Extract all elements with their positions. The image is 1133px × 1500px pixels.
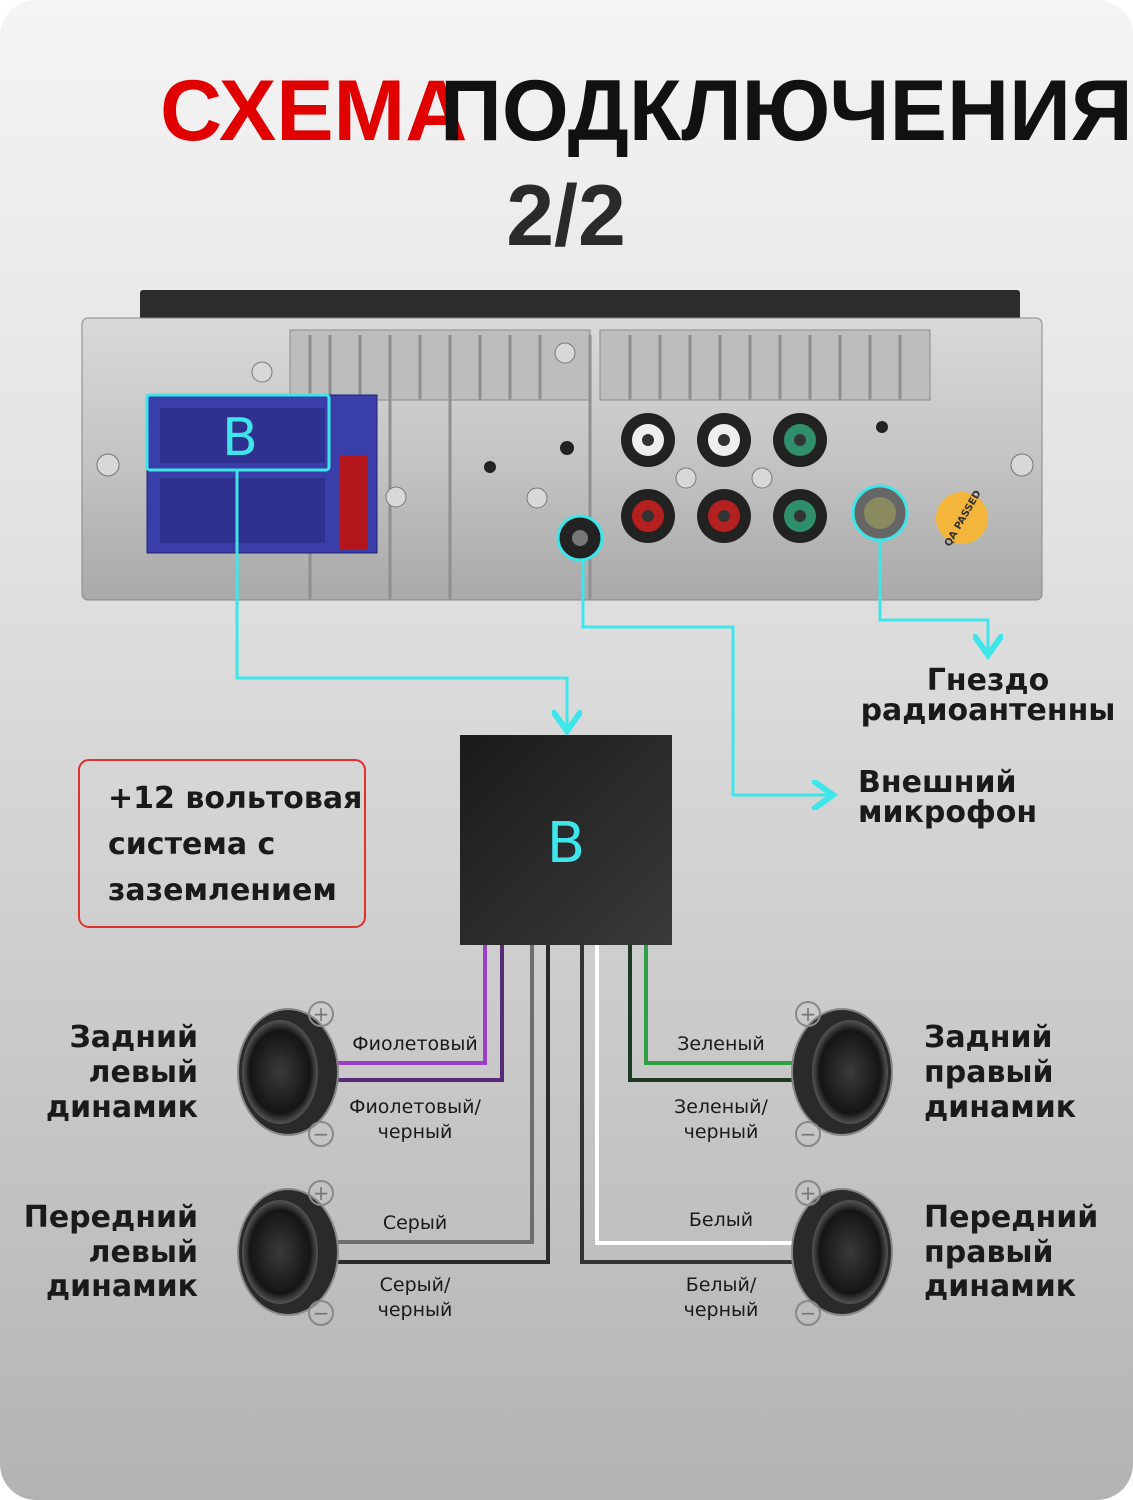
antenna-label-line2: радиоантенны xyxy=(861,693,1116,728)
power-note-box xyxy=(78,759,366,928)
front-left-label-3: динамик xyxy=(46,1269,198,1304)
speaker-front-right xyxy=(791,1188,893,1316)
wire-label-green-black-1: Зеленый/ xyxy=(674,1096,768,1118)
connector-b-block xyxy=(460,735,672,945)
page-number: 2/2 xyxy=(506,168,626,264)
wire-white xyxy=(595,945,800,1245)
wire-gray xyxy=(335,945,534,1244)
front-left-label-1: Передний xyxy=(24,1200,198,1235)
antenna-label-line1: Гнездо xyxy=(927,663,1049,698)
plus-icon: + xyxy=(800,1181,817,1205)
power-note-line1: +12 вольтовая xyxy=(108,781,362,816)
wire-label-white: Белый xyxy=(689,1209,753,1231)
speaker-wires xyxy=(335,945,800,1264)
minus-icon: − xyxy=(313,1301,330,1325)
wire-white-black xyxy=(580,945,800,1264)
wire-label-green: Зеленый xyxy=(677,1033,764,1055)
power-note-line2: система с xyxy=(108,827,275,862)
minus-icon: − xyxy=(800,1301,817,1325)
wire-purple xyxy=(335,945,487,1065)
wire-label-green-black-2: черный xyxy=(684,1121,759,1143)
speaker-rear-left xyxy=(237,1008,339,1136)
plus-icon: + xyxy=(313,1181,330,1205)
speaker-front-left xyxy=(237,1188,339,1316)
fuse xyxy=(340,455,368,550)
front-right-label-1: Передний xyxy=(924,1200,1098,1235)
leader-lines xyxy=(235,470,988,795)
wire-label-gray: Серый xyxy=(383,1212,447,1234)
rca-outputs xyxy=(621,413,827,543)
minus-icon: − xyxy=(313,1122,330,1146)
wire-green xyxy=(644,945,800,1065)
connector-b-label: B xyxy=(222,408,258,468)
wire-label-purple: Фиолетовый xyxy=(352,1033,477,1055)
plus-icon: + xyxy=(800,1002,817,1026)
rear-left-label-3: динамик xyxy=(46,1090,198,1125)
wire-gray-black xyxy=(335,945,550,1264)
wire-label-purple-black-2: черный xyxy=(378,1121,453,1143)
rear-right-label-1: Задний xyxy=(924,1020,1053,1055)
wire-label-gray-black-1: Серый/ xyxy=(380,1274,451,1296)
wire-purple-black xyxy=(335,945,504,1082)
polarity-icons xyxy=(308,1001,821,1326)
rear-left-label-2: левый xyxy=(89,1055,198,1090)
speaker-rear-right xyxy=(791,1008,893,1136)
wire-label-white-black-2: черный xyxy=(684,1299,759,1321)
minus-icon: − xyxy=(800,1122,817,1146)
iso-connector xyxy=(146,394,378,554)
wire-label-gray-black-2: черный xyxy=(378,1299,453,1321)
wire-label-white-black-1: Белый/ xyxy=(686,1274,757,1296)
mic-label-line2: микрофон xyxy=(858,795,1037,830)
title-part1: СХЕМА xyxy=(160,63,467,159)
title-part2: ПОДКЛЮЧЕНИЯ xyxy=(440,63,1133,159)
power-note-line3: заземлением xyxy=(108,873,337,908)
qa-sticker xyxy=(936,492,988,544)
front-right-label-3: динамик xyxy=(924,1269,1076,1304)
rear-right-label-3: динамик xyxy=(924,1090,1076,1125)
wire-green-black xyxy=(628,945,800,1082)
front-left-label-2: левый xyxy=(89,1235,198,1270)
wire-label-purple-black-1: Фиолетовый/ xyxy=(349,1096,481,1118)
front-right-label-2: правый xyxy=(924,1235,1054,1270)
rear-right-label-2: правый xyxy=(924,1055,1054,1090)
mic-label-line1: Внешний xyxy=(858,765,1017,800)
screws xyxy=(96,342,1034,509)
rear-left-label-1: Задний xyxy=(69,1020,198,1055)
plus-icon: + xyxy=(313,1002,330,1026)
radio-unit-rear: B QA PASSED xyxy=(81,290,1043,601)
block-b-label: B xyxy=(547,811,585,876)
